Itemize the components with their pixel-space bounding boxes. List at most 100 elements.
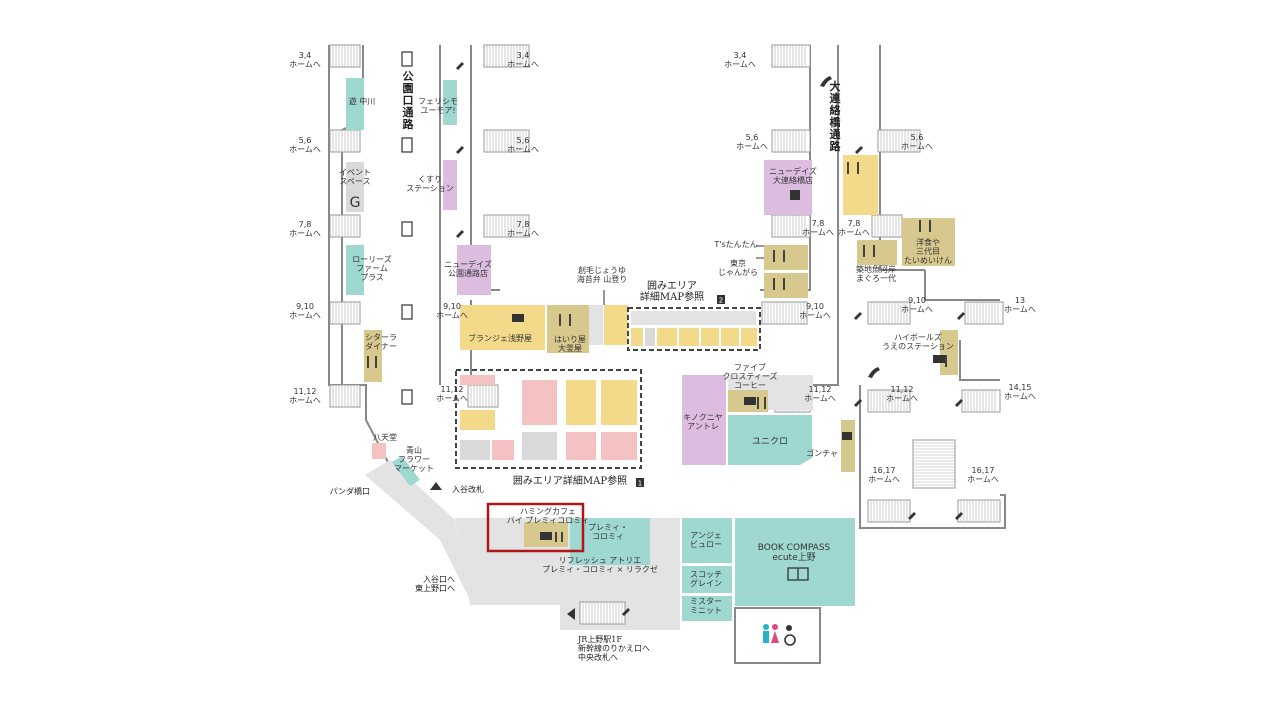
shop-yoshoku[interactable] [902, 218, 955, 266]
shop-label-ts: T'sたんたん [713, 240, 757, 249]
shop-label-kusuri: くすりステーション [406, 175, 454, 193]
shop-label-highballs: ハイボールズうえのステーション [882, 332, 954, 351]
shop-angeli[interactable] [682, 518, 732, 563]
shop-hachi[interactable] [372, 443, 386, 459]
area-2-label: 囲みエリア詳細MAP参照 [640, 280, 704, 303]
shop-premi-extra[interactable] [635, 518, 650, 553]
shop-aoyama[interactable] [392, 456, 420, 486]
area-2-box[interactable] [627, 307, 761, 351]
shop-label-laurys: ローリーズファームプラス [352, 254, 392, 282]
shop-laurys[interactable] [346, 245, 364, 295]
shop-label-angeli: アンジェビュロー [690, 531, 722, 549]
shop-nakagawa[interactable] [346, 78, 364, 130]
restaurant-icons [367, 162, 947, 542]
shop-highballs[interactable] [940, 330, 958, 375]
shop-brange[interactable] [460, 305, 545, 350]
shop-hairiya[interactable] [547, 305, 589, 353]
shop-mister[interactable] [682, 596, 732, 621]
shop-kegani[interactable] [604, 305, 628, 345]
shop-label-felissimo: フェリシモユーモア! [418, 97, 458, 115]
escalator-icons [456, 62, 965, 616]
shop-label-starra: シターラダイナー [365, 333, 397, 351]
shop-label-hairiya: はいり屋大釜屋 [554, 335, 586, 353]
shop-premi[interactable] [570, 518, 635, 553]
shop-label-nakagawa: 遊 中川 [349, 96, 376, 106]
shop-scotch[interactable] [682, 566, 732, 593]
shop-label-kegani: 創毛じょうゆ海苔弁 山登り [577, 265, 628, 284]
shop-label-humming: ハミングカフェバイ プレミィコロミィ [507, 506, 590, 525]
shop-refresh[interactable] [570, 553, 650, 565]
area-1-shops [460, 375, 637, 460]
shop-kinokuniya[interactable] [682, 375, 726, 465]
shop-book-compass[interactable] [735, 518, 855, 606]
area-1-box[interactable] [455, 369, 642, 469]
area-1-badge-text: 1 [638, 480, 642, 488]
shop-label-hachi: 八天堂 [373, 432, 397, 442]
shop-label-uniqlo: ユニクロ [752, 436, 788, 447]
highlight-box[interactable] [486, 502, 585, 553]
shop-label-yoshoku: 洋食や三代目たいめいけん [904, 237, 952, 265]
shop-newdays-koen[interactable] [457, 245, 491, 295]
ts-connector [756, 245, 764, 259]
shop-maguro[interactable] [857, 240, 897, 265]
shop-label-five: ファイブクロスティーズコーヒー [722, 362, 777, 390]
shop-label-kinokuniya: キノクニヤアントレ [683, 413, 722, 431]
shop-label-refresh: リフレッシュ アトリエプレミィ・コロミィ × リラクゼ [542, 556, 658, 574]
shop-kusuri[interactable] [443, 160, 457, 210]
area-2-badge: 2 [717, 295, 725, 305]
shop-label-tokyo: 東京じゃんがら [718, 258, 758, 277]
shop-kegani-block[interactable] [589, 305, 603, 345]
shop-label-event: イベントスペース [339, 168, 371, 186]
shop-label-newdays-koen: ニューデイズ公園通路店 [444, 259, 492, 278]
cafe-icons [512, 190, 945, 540]
shop-felissimo[interactable] [443, 80, 457, 125]
shop-newdays-dairen[interactable] [764, 160, 812, 215]
passage-koen: 公園口通路 [403, 70, 415, 131]
shop-label-gongcha: ゴンチャ [806, 448, 838, 458]
area-1-badge: 1 [636, 478, 644, 488]
shop-uniqlo[interactable] [728, 415, 812, 465]
shop-label-scotch: スコッチグレイン [690, 570, 722, 588]
stairs [329, 44, 1004, 625]
shop-label-event-g: G [350, 195, 361, 211]
area-2-badge-text: 2 [719, 297, 723, 305]
shop-label-brange: ブランジェ浅野屋 [468, 333, 532, 343]
arrow-icons [430, 482, 575, 620]
shop-label-aoyama: 青山フラワーマーケット [394, 445, 434, 473]
shop-starra[interactable] [364, 330, 382, 382]
area-1-label: 囲みエリア詳細MAP参照 [513, 474, 627, 487]
area-2-shops [631, 311, 757, 346]
shop-event-space[interactable] [346, 162, 364, 212]
shop-ts[interactable] [764, 245, 808, 270]
passage-floor [365, 460, 470, 600]
iriya-exit-label: 入谷口へ東上野口へ [415, 575, 455, 593]
panda-gate-label: パンダ橋口 [330, 486, 370, 496]
restroom-box[interactable] [734, 607, 821, 664]
iriya-gate-label: 入谷改札 [452, 484, 484, 494]
book-icon [787, 567, 809, 581]
shop-gongcha[interactable] [841, 420, 855, 472]
shop-tokyo-jangara[interactable] [764, 273, 808, 298]
